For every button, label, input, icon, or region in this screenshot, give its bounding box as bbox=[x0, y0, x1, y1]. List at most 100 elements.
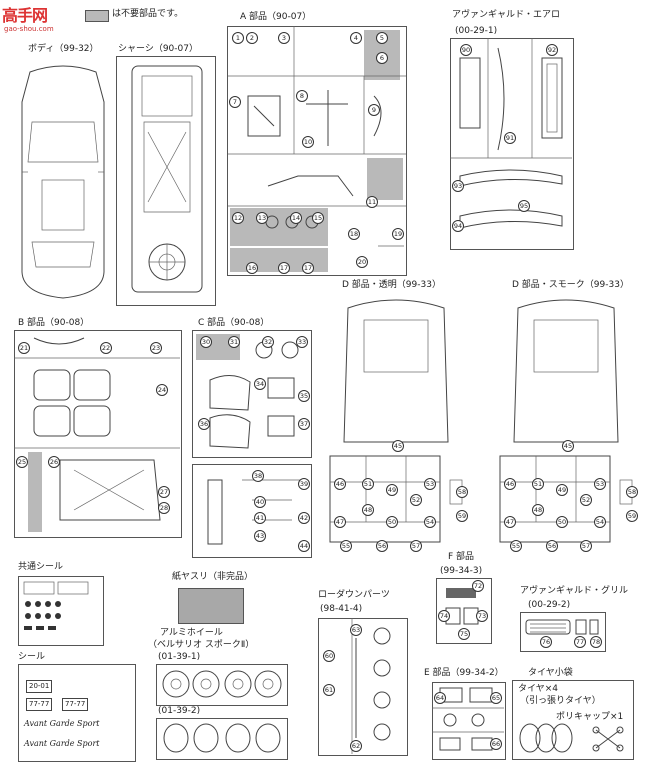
grill-drawing bbox=[525, 619, 599, 635]
part-b-23: 23 bbox=[150, 342, 162, 354]
part-d-clear-52: 52 bbox=[410, 494, 422, 506]
part-d-clear-55: 55 bbox=[340, 540, 352, 552]
decal-plate-3: 77-77 bbox=[62, 698, 89, 711]
b-parts-label: B 部品（90-08） bbox=[18, 318, 90, 328]
part-d-smoke-45: 45 bbox=[562, 440, 574, 452]
part-aero-91: 91 bbox=[504, 132, 516, 144]
part-a-12: 12 bbox=[232, 212, 244, 224]
part-b-28: 28 bbox=[158, 502, 170, 514]
b-parts-drawing bbox=[14, 337, 180, 521]
part-aero-95: 95 bbox=[518, 200, 530, 212]
a-unused-block-2 bbox=[367, 158, 403, 200]
part-a-7: 7 bbox=[229, 96, 241, 108]
part-c-41: 41 bbox=[254, 512, 266, 524]
part-e-64: 64 bbox=[434, 692, 446, 704]
part-f-74: 74 bbox=[438, 610, 450, 622]
part-c-36: 36 bbox=[198, 418, 210, 430]
wheel-code-1: (01-39-1) bbox=[158, 652, 201, 662]
part-lowdown-62: 62 bbox=[350, 740, 362, 752]
part-a-4: 4 bbox=[350, 32, 362, 44]
part-aero-92: 92 bbox=[546, 44, 558, 56]
sandpaper-swatch bbox=[178, 588, 244, 624]
part-c-42: 42 bbox=[298, 512, 310, 524]
part-aero-90: 90 bbox=[460, 44, 472, 56]
part-d-clear-56: 56 bbox=[376, 540, 388, 552]
part-c-33: 33 bbox=[296, 336, 308, 348]
chassis-drawing bbox=[131, 65, 203, 293]
lowdown-drawing bbox=[351, 618, 391, 754]
part-d-smoke-58: 58 bbox=[626, 486, 638, 498]
aero-drawing bbox=[450, 38, 572, 229]
part-d-smoke-59: 59 bbox=[626, 510, 638, 522]
decal-plate-1: 20-01 bbox=[26, 680, 53, 693]
part-a-14: 14 bbox=[290, 212, 302, 224]
e-parts-label: E 部品（99-34-2） bbox=[424, 668, 504, 678]
part-a-6: 6 bbox=[376, 52, 388, 64]
part-d-clear-47: 47 bbox=[334, 516, 346, 528]
part-c-40: 40 bbox=[254, 496, 266, 508]
decal-script-1: Avant Garde Sport bbox=[24, 719, 100, 728]
part-a-2: 2 bbox=[246, 32, 258, 44]
part-a-17a: 17 bbox=[278, 262, 290, 274]
part-lowdown-61: 61 bbox=[323, 684, 335, 696]
lowdown-label: ローダウンパーツ bbox=[318, 590, 390, 600]
grill-code: (00-29-2) bbox=[528, 600, 571, 610]
part-c-32: 32 bbox=[262, 336, 274, 348]
part-d-smoke-48: 48 bbox=[532, 504, 544, 516]
a-unused-block-3 bbox=[230, 208, 328, 246]
part-c-37: 37 bbox=[298, 418, 310, 430]
d-smoke-label: D 部品・スモーク（99-33） bbox=[512, 280, 629, 290]
part-d-clear-58: 58 bbox=[456, 486, 468, 498]
part-d-smoke-54: 54 bbox=[594, 516, 606, 528]
part-d-clear-45: 45 bbox=[392, 440, 404, 452]
part-d-clear-59: 59 bbox=[456, 510, 468, 522]
a-parts-label: A 部品（90-07） bbox=[240, 12, 312, 22]
f-parts-label: F 部品 bbox=[448, 552, 475, 562]
d-clear-drawing bbox=[329, 299, 463, 543]
part-grill-77: 77 bbox=[574, 636, 586, 648]
watermark-logo: 高手网 bbox=[2, 6, 48, 25]
part-e-66: 66 bbox=[490, 738, 502, 750]
part-d-clear-48: 48 bbox=[362, 504, 374, 516]
part-c-30: 30 bbox=[200, 336, 212, 348]
wheel-runner-2-drawing bbox=[163, 723, 281, 753]
part-d-clear-50: 50 bbox=[386, 516, 398, 528]
part-a-9: 9 bbox=[368, 104, 380, 116]
part-lowdown-60: 60 bbox=[323, 650, 335, 662]
aero-code: (00-29-1) bbox=[455, 26, 498, 36]
part-d-smoke-52: 52 bbox=[580, 494, 592, 506]
f-parts-code: (99-34-3) bbox=[440, 566, 483, 576]
part-d-smoke-50: 50 bbox=[556, 516, 568, 528]
common-decal-label: 共通シール bbox=[18, 562, 64, 572]
part-d-smoke-56: 56 bbox=[546, 540, 558, 552]
lowdown-code: (98-41-4) bbox=[320, 604, 363, 614]
tire-bag-label: タイヤ小袋 bbox=[528, 668, 573, 678]
wheel-runner-2 bbox=[156, 718, 288, 760]
part-c-38: 38 bbox=[252, 470, 264, 482]
common-decal-sheet bbox=[18, 576, 104, 646]
part-d-clear-57: 57 bbox=[410, 540, 422, 552]
polycap-label: ポリキャップ×1 bbox=[556, 712, 624, 722]
part-a-15: 15 bbox=[312, 212, 324, 224]
part-d-smoke-49: 49 bbox=[556, 484, 568, 496]
part-c-34: 34 bbox=[254, 378, 266, 390]
part-a-20: 20 bbox=[356, 256, 368, 268]
part-d-clear-49: 49 bbox=[386, 484, 398, 496]
part-grill-78: 78 bbox=[590, 636, 602, 648]
part-d-smoke-53: 53 bbox=[594, 478, 606, 490]
wheel-code-2: (01-39-2) bbox=[158, 706, 201, 716]
body-shell-drawing bbox=[21, 65, 105, 299]
part-b-22: 22 bbox=[100, 342, 112, 354]
part-lowdown-63: 63 bbox=[350, 624, 362, 636]
sandpaper-label: 紙ヤスリ（非完品） bbox=[172, 572, 254, 582]
part-c-39: 39 bbox=[298, 478, 310, 490]
part-a-3: 3 bbox=[278, 32, 290, 44]
part-d-clear-51: 51 bbox=[362, 478, 374, 490]
part-grill-76: 76 bbox=[540, 636, 552, 648]
part-b-21: 21 bbox=[18, 342, 30, 354]
part-d-clear-46: 46 bbox=[334, 478, 346, 490]
legend-text: は不要部品です。 bbox=[112, 9, 184, 19]
part-a-10: 10 bbox=[302, 136, 314, 148]
part-d-smoke-57: 57 bbox=[580, 540, 592, 552]
aero-label: アヴァンギャルド・エアロ bbox=[452, 10, 561, 20]
